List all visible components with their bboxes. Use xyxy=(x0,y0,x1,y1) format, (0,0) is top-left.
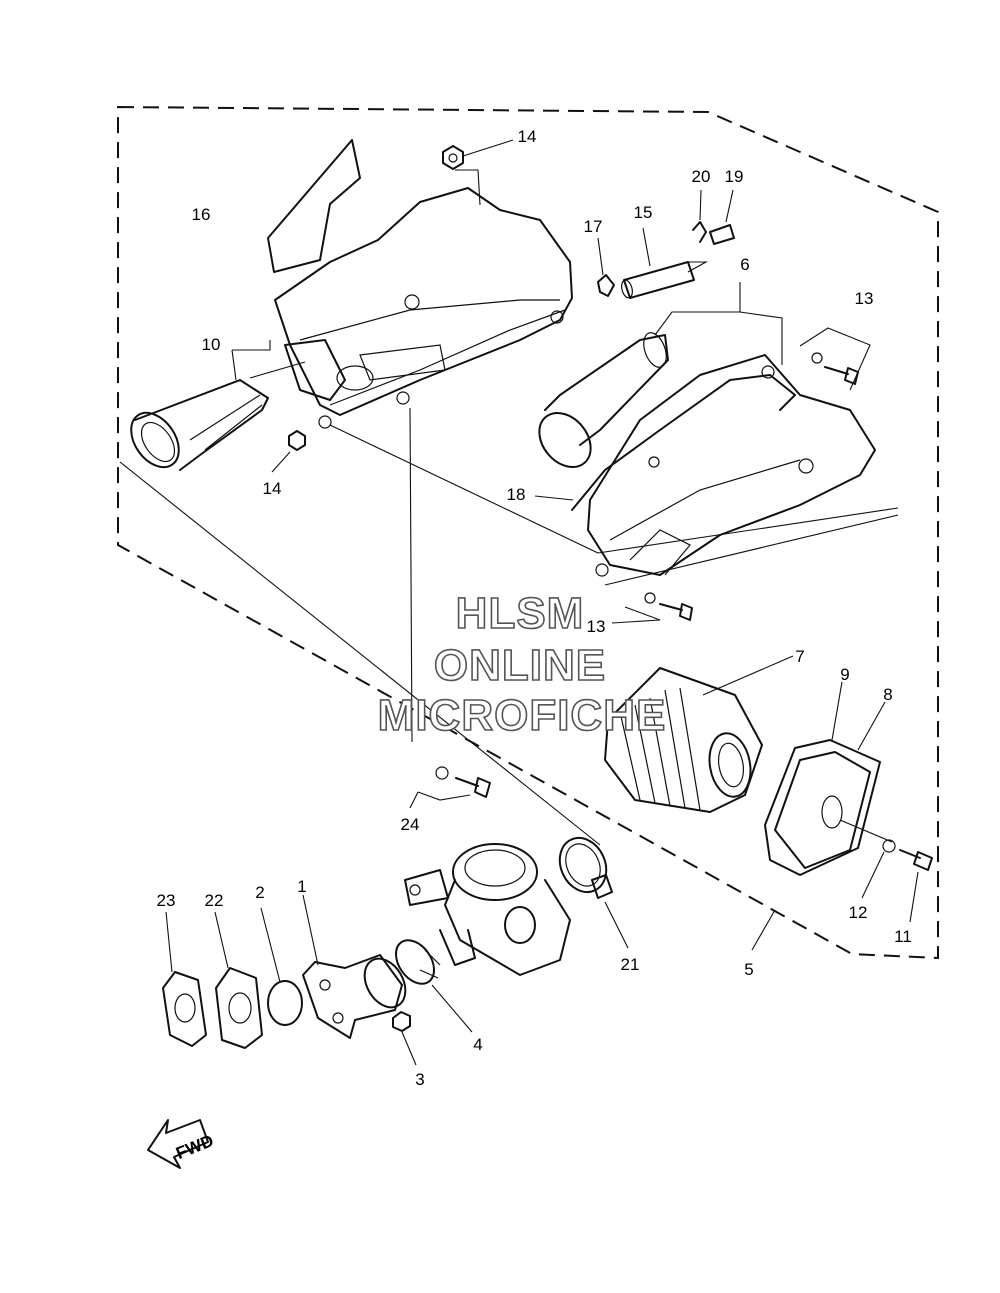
callout-23: 23 xyxy=(157,891,176,910)
callout-3: 3 xyxy=(415,1070,424,1089)
callout-16: 16 xyxy=(192,205,211,224)
part-3-nut xyxy=(392,1011,411,1032)
callout-17: 17 xyxy=(584,217,603,236)
callout-18: 18 xyxy=(507,485,526,504)
callout-12: 12 xyxy=(849,903,868,922)
part-9-seal xyxy=(764,739,881,876)
callout-5: 5 xyxy=(744,960,753,979)
callout-7: 7 xyxy=(795,647,804,666)
part-23-gasket xyxy=(162,971,207,1047)
part-13-screw-lower xyxy=(644,592,693,621)
part-14-nut-bottom xyxy=(288,430,306,451)
callout-19: 19 xyxy=(725,167,744,186)
watermark-line-2: ONLINE xyxy=(434,641,606,690)
part-6-air-box-cover xyxy=(538,332,876,577)
part-8-filter-cover xyxy=(774,751,871,869)
part-11-screw xyxy=(899,849,933,871)
assembly-boundary xyxy=(117,105,939,960)
callout-20: 20 xyxy=(692,167,711,186)
callout-21: 21 xyxy=(621,955,640,974)
part-4-joint xyxy=(394,939,441,985)
callout-11: 11 xyxy=(894,927,912,946)
callout-13-upper: 13 xyxy=(855,289,874,308)
callout-13-lower: 13 xyxy=(587,617,606,636)
callout-22: 22 xyxy=(205,891,224,910)
callout-10: 10 xyxy=(202,335,221,354)
air-box-case-upper xyxy=(274,187,573,429)
callout-9: 9 xyxy=(840,665,849,684)
carburetor xyxy=(404,843,571,976)
part-19-plug xyxy=(709,224,735,245)
part-7-filter-element xyxy=(604,667,763,813)
part-13-screw-upper xyxy=(811,352,859,385)
callout-8: 8 xyxy=(883,685,892,704)
watermark-line-3: MICROFICHE xyxy=(378,691,667,740)
part-17-clamp xyxy=(597,274,615,297)
part-18-gasket xyxy=(571,374,796,511)
callout-14-lower: 14 xyxy=(263,479,282,498)
part-16-plate xyxy=(267,139,361,273)
callout-14-upper: 14 xyxy=(518,127,537,146)
callout-1: 1 xyxy=(297,877,306,896)
part-22-insulator xyxy=(215,967,263,1049)
fwd-arrow-icon: FWD xyxy=(147,1119,216,1169)
part-21-clamp xyxy=(558,836,613,899)
part-1-manifold xyxy=(302,954,407,1039)
part-2-o-ring xyxy=(267,980,303,1026)
callout-2: 2 xyxy=(255,883,264,902)
callout-4: 4 xyxy=(473,1035,482,1054)
watermark-line-1: HLSM xyxy=(456,589,585,638)
callout-15: 15 xyxy=(634,203,653,222)
callout-6: 6 xyxy=(740,255,749,274)
part-20-clip xyxy=(692,221,707,243)
callout-24: 24 xyxy=(401,815,420,834)
fwd-label: FWD xyxy=(173,1131,216,1163)
part-10-intake-duct xyxy=(130,379,269,471)
part-14-nut-top xyxy=(442,145,464,170)
part-15-hose xyxy=(621,261,695,299)
part-24-screw xyxy=(435,766,491,798)
part-12-washer xyxy=(882,839,896,853)
